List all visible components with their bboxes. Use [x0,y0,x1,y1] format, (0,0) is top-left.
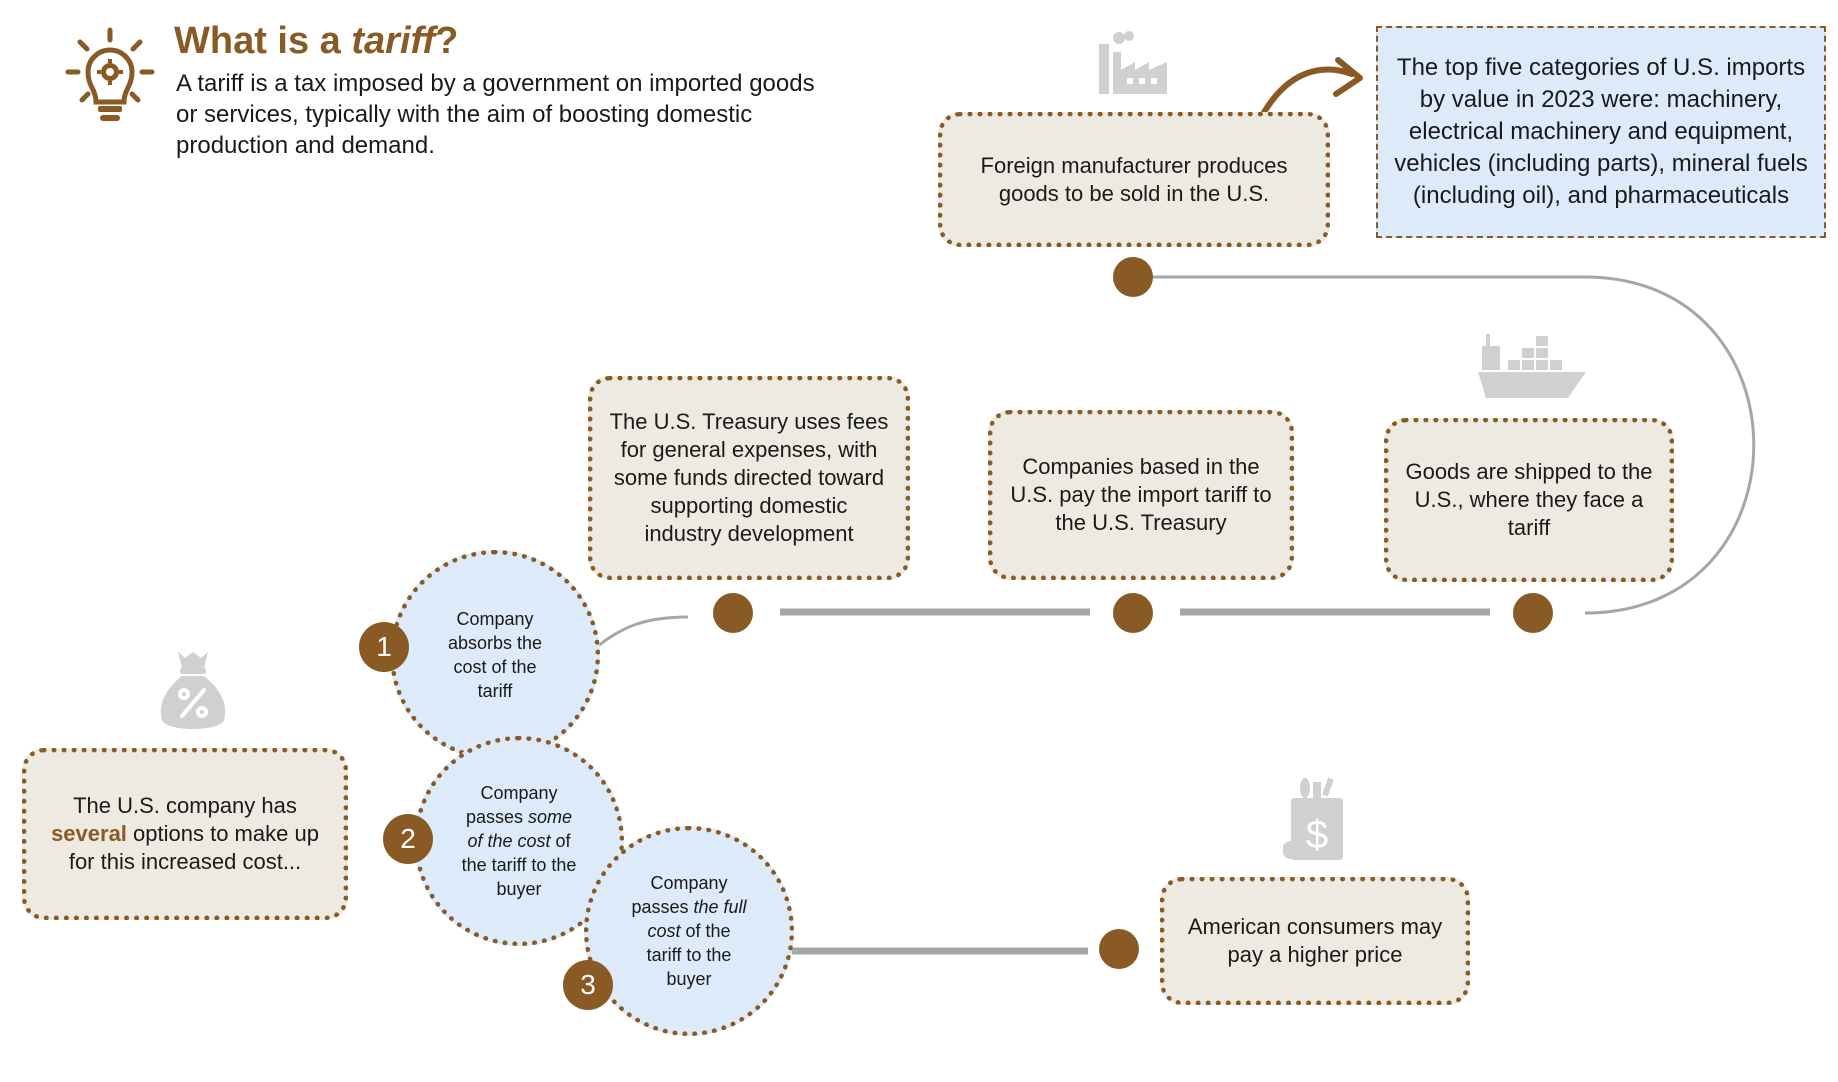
consumers-text: American consumers may pay a higher pric… [1187,914,1443,967]
option-3-text: Company passes the full cost of the tari… [631,873,747,989]
tariff-definition: A tariff is a tax imposed by a governmen… [176,70,815,159]
option-circle-3: Company passes the full cost of the tari… [584,826,794,1036]
option-number-1: 1 [359,622,409,672]
treasury-text: The U.S. Treasury uses fees for general … [609,409,889,546]
page-title: What is a tariff? [174,20,459,62]
foreign-manufacturer-box: Foreign manufacturer produces goods to b… [938,112,1330,247]
imports-note-text: The top five categories of U.S. imports … [1394,54,1808,209]
consumers-box: American consumers may pay a higher pric… [1160,877,1470,1005]
option-number-3: 3 [563,960,613,1010]
money-bag-percent-icon [160,652,226,729]
option-1-text: Company absorbs the cost of the tariff [447,609,543,701]
imports-note-box: The top five categories of U.S. imports … [1376,26,1826,238]
goods-shipped-text: Goods are shipped to the U.S., where the… [1405,459,1653,540]
flow-dot-companies-pay [1113,593,1153,633]
flow-dot-shipped [1513,593,1553,633]
grocery-bag-dollar-icon: $ [1283,777,1343,860]
lightbulb-gear-icon [65,27,155,121]
options-text: The U.S. company has several options to … [51,793,319,874]
svg-text:$: $ [1306,813,1328,857]
companies-pay-box: Companies based in the U.S. pay the impo… [988,410,1294,580]
factory-icon [1099,31,1167,94]
several-highlight: several [51,821,127,846]
goods-shipped-box: Goods are shipped to the U.S., where the… [1384,418,1674,582]
companies-pay-text: Companies based in the U.S. pay the impo… [1010,454,1272,535]
treasury-box: The U.S. Treasury uses fees for general … [588,376,910,580]
option-circle-1: Company absorbs the cost of the tariff [390,550,600,760]
option-2-text: Company passes some of the cost of the t… [461,783,577,899]
foreign-manufacturer-text: Foreign manufacturer produces goods to b… [980,152,1288,206]
flow-dot-manufacturer [1113,257,1153,297]
option-number-2: 2 [383,814,433,864]
flow-dot-consumers [1099,929,1139,969]
options-box: The U.S. company has several options to … [22,748,348,920]
cargo-ship-icon [1478,334,1586,398]
flow-dot-treasury [713,593,753,633]
